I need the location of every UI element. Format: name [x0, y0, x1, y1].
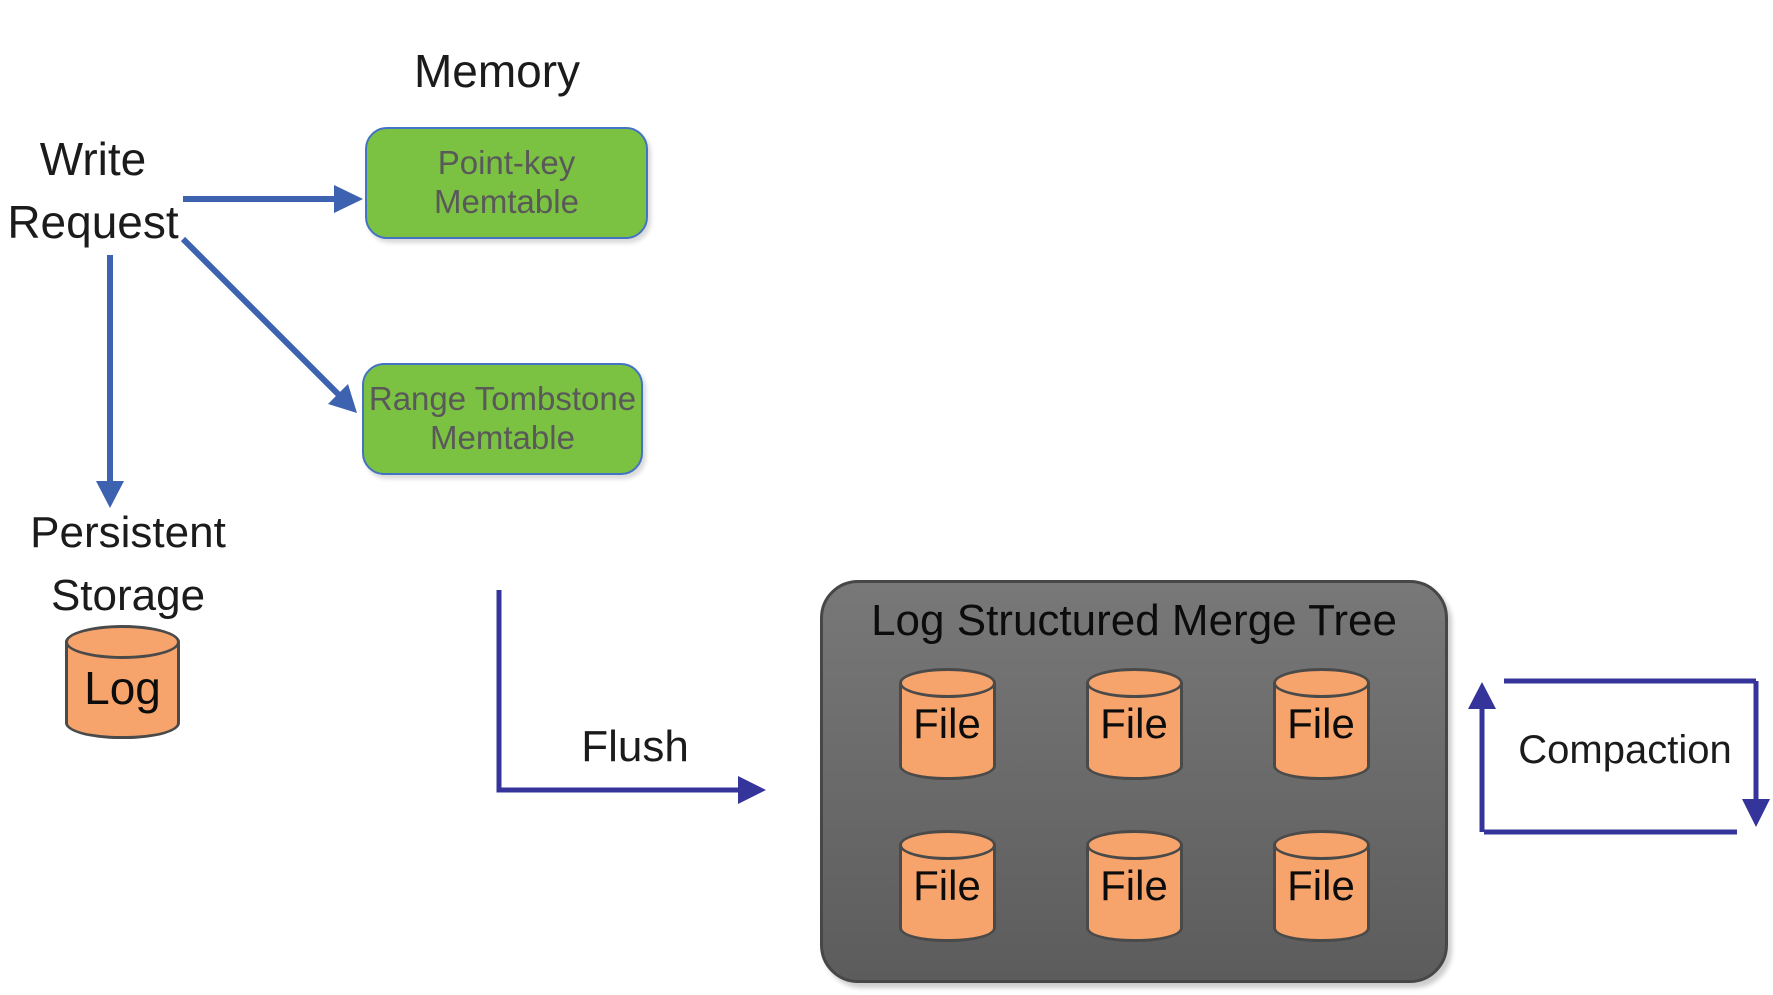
file-cylinder: File: [1272, 668, 1370, 780]
lsm-tree-title: Log Structured Merge Tree: [871, 596, 1397, 645]
range-tombstone-memtable-label: Range Tombstone Memtable: [368, 380, 637, 456]
persistent-storage-label: Persistent Storage: [30, 508, 226, 620]
memory-section-label: Memory: [413, 45, 581, 97]
cylinder-top-icon: [898, 830, 996, 860]
range-tombstone-memtable-box: Range Tombstone Memtable: [362, 363, 643, 475]
write-to-log-arrow: [96, 255, 124, 508]
cylinder-body-icon: [898, 844, 996, 942]
file-cylinder: File: [1085, 830, 1183, 942]
file-label: File: [913, 700, 981, 747]
cylinder-top-icon: [1272, 668, 1370, 698]
file-label: File: [1287, 700, 1355, 747]
log-cylinder: Log: [65, 625, 180, 742]
compaction-label: Compaction: [1518, 728, 1732, 772]
write-to-range-arrow: [180, 236, 357, 413]
file-label: File: [913, 862, 981, 909]
cylinder-body-icon: [898, 682, 996, 780]
write-to-pointkey-arrow: [183, 185, 363, 213]
compaction-up-arrow: [1468, 682, 1496, 832]
cylinder-body-icon: [1272, 682, 1370, 780]
lsm-tree-box: Log Structured Merge Tree File File File: [820, 580, 1448, 983]
file-label: File: [1100, 700, 1168, 747]
lsm-file-row: File File File: [823, 668, 1445, 780]
cylinder-top-icon: [65, 625, 180, 659]
cylinder-top-icon: [1272, 830, 1370, 860]
log-label: Log: [84, 662, 161, 714]
write-request-label: Write Request: [7, 133, 179, 249]
cylinder-top-icon: [1085, 830, 1183, 860]
cylinder-body-icon: [1085, 682, 1183, 780]
lsm-file-row: File File File: [823, 830, 1445, 942]
pointkey-memtable-box: Point-key Memtable: [365, 127, 648, 239]
file-label: File: [1100, 862, 1168, 909]
cylinder-top-icon: [1085, 668, 1183, 698]
file-cylinder: File: [898, 668, 996, 780]
file-cylinder: File: [1272, 830, 1370, 942]
file-cylinder: File: [898, 830, 996, 942]
file-cylinder: File: [1085, 668, 1183, 780]
pointkey-memtable-label: Point-key Memtable: [434, 144, 579, 220]
cylinder-top-icon: [898, 668, 996, 698]
cylinder-body-icon: [1085, 844, 1183, 942]
cylinder-body-icon: [1272, 844, 1370, 942]
file-label: File: [1287, 862, 1355, 909]
flush-label: Flush: [581, 722, 689, 771]
